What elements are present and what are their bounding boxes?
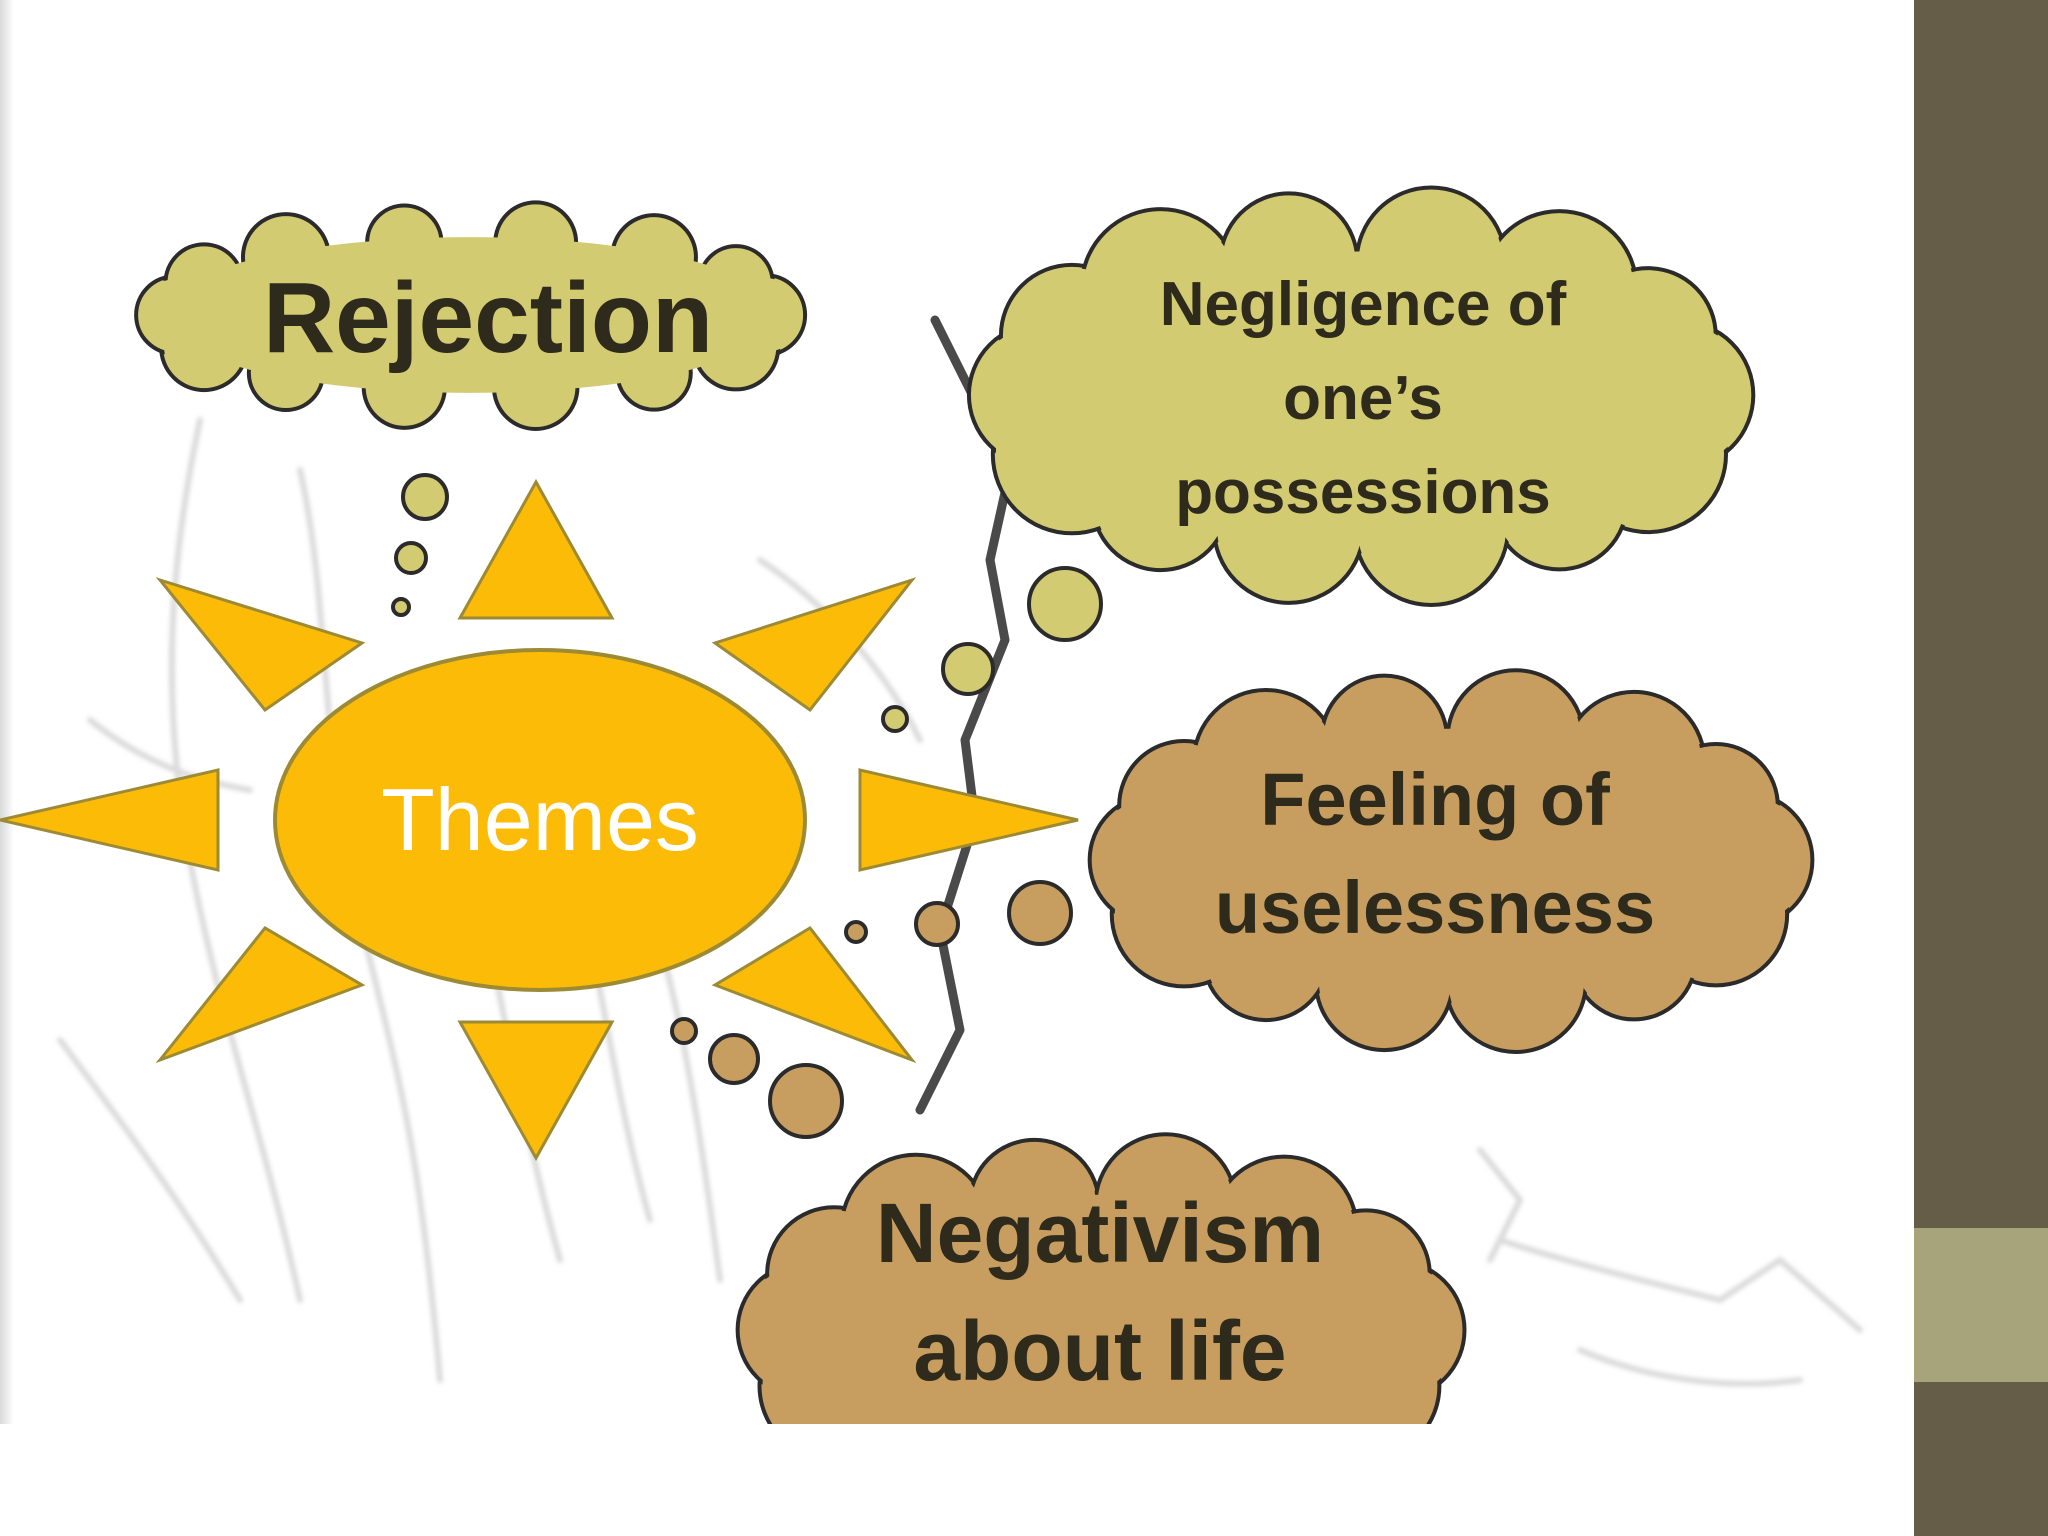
bottom-strip: [0, 1424, 1896, 1536]
thought-bubble-circle: [708, 1033, 760, 1085]
theme-label-line: uselessness: [1215, 866, 1655, 949]
sun-ray: [0, 768, 220, 872]
theme-label-line: one’s: [1283, 364, 1443, 433]
theme-label-uselessness: Feeling of uselessness: [1215, 758, 1655, 949]
thought-bubble-circle: [844, 920, 868, 944]
cloud-rejection: [134, 200, 808, 431]
theme-label-line: Negativism: [876, 1186, 1324, 1280]
theme-label-line: possessions: [1175, 458, 1551, 527]
thought-bubble-circle: [670, 1017, 698, 1045]
theme-label-negligence: Negligence of one’s possessions: [1160, 270, 1567, 527]
cloud-uselessness: [1087, 668, 1815, 1054]
thought-bubble-circle: [881, 705, 909, 733]
sun-rays: [0, 478, 1079, 1162]
thought-bubbles: [391, 473, 1103, 1139]
theme-label-negativism: Negativism about life: [876, 1186, 1324, 1398]
thought-bubble-circle: [1007, 880, 1073, 946]
sun-ray: [711, 926, 917, 1064]
themes-label: Themes: [381, 770, 699, 869]
theme-label-line: Feeling of: [1260, 758, 1610, 841]
sidebar-bar-accent: [1914, 1228, 2048, 1382]
background-sketch-crack: [915, 315, 1015, 1115]
thought-bubble-circle: [391, 597, 411, 617]
thought-bubble-circle: [394, 541, 428, 575]
cloud-negativism: [735, 1132, 1467, 1424]
sun-ray: [457, 478, 615, 620]
thought-bubble-circle: [914, 901, 960, 947]
theme-label-rejection: Rejection: [263, 262, 713, 374]
sun-ray: [155, 577, 366, 713]
sun-center: Themes: [273, 648, 807, 992]
sun-ray: [457, 1020, 615, 1162]
themes-ellipse: [273, 648, 807, 992]
theme-labels: Rejection Negligence of one’s possessionsFe…: [263, 262, 1655, 1398]
thought-bubble-circle: [401, 473, 449, 521]
theme-label-line: about life: [913, 1304, 1286, 1398]
theme-label-line: Rejection: [263, 262, 713, 374]
thought-bubble-circle: [768, 1063, 844, 1139]
sun-ray: [711, 577, 917, 713]
theme-clouds: [134, 185, 1815, 1424]
thought-bubble-circle: [1027, 566, 1103, 642]
cloud-negligence: [966, 185, 1756, 607]
sun-ray: [155, 926, 366, 1064]
thought-bubble-circle: [941, 642, 995, 696]
left-edge-shadow: [0, 0, 14, 1424]
sun-ray: [858, 768, 1079, 872]
themes-diagram: Themes Rejection Negligence of one’s posses…: [0, 185, 1863, 1424]
theme-label-line: Negligence of: [1160, 270, 1567, 339]
